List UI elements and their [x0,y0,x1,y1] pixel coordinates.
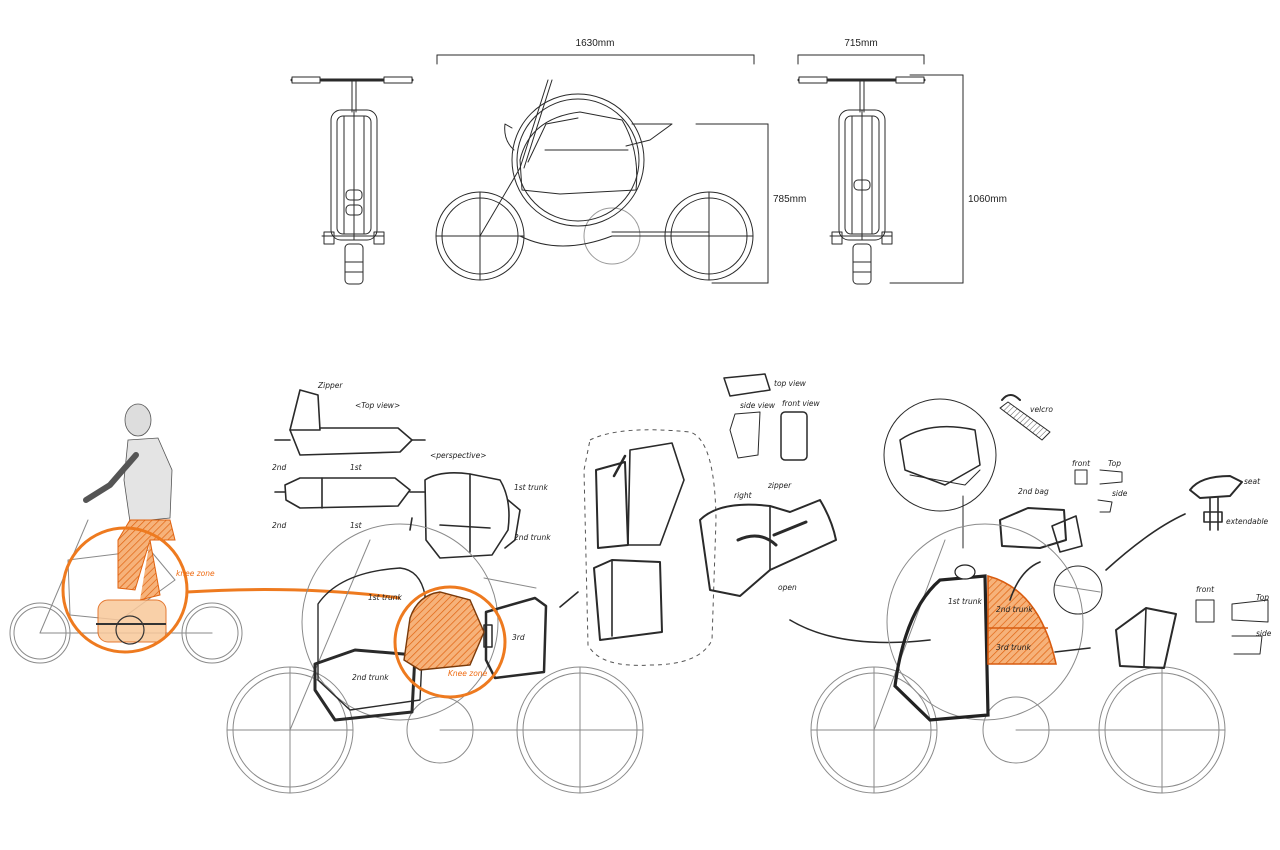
open-label: open [778,583,797,592]
velcro-label: velcro [1030,405,1053,414]
seat-height-dimension-label: 785mm [773,194,806,205]
small-orthographic-sketches [723,373,808,461]
knee-zone-highlight-circle [61,526,189,654]
zipper-note-1: Zipper [317,381,343,390]
trunk-perspective-sketch [424,472,521,559]
small-views-3rd-trunk [1195,599,1269,655]
trunk-opening-variant-sketches [593,442,685,641]
top-label-b: Top [1256,593,1269,602]
front-label-a: front [1072,459,1091,468]
third-trunk-sketch [1115,607,1177,669]
seat-sketch [1189,475,1243,531]
length-dimension-label: 1630mm [576,38,615,49]
velcro-detail [999,394,1051,441]
trunk-2nd-label-a: 2nd [272,463,287,472]
top-view-heading: <Top view> [355,401,400,410]
knee-zone-trunk-circle [393,585,507,699]
trunk-1st-label: 1st trunk [514,483,549,492]
bike-concept-2-trunks [893,564,1057,722]
extendable-label: extendable [1226,517,1269,526]
second-bag-label: 2nd bag [1018,487,1049,496]
bike-concept-2-drawing [810,523,1226,794]
arrow-to-variants [559,591,579,608]
side-label-a: side [1112,489,1128,498]
knee-zone-label-1: knee zone [176,569,215,578]
rear-view-drawing [290,76,414,285]
zipper-open-trunk-sketch [699,499,837,597]
bike1-3rd-trunk-label: 3rd [512,633,525,642]
knee-zone-label-2: Knee zone [448,669,488,678]
rider-figure [83,403,176,645]
bike1-2nd-trunk-label: 2nd trunk [352,673,389,682]
trunk-2nd-label-b: 2nd [272,521,287,530]
bike1-1st-trunk-label: 1st trunk [368,593,403,602]
seat-label: seat [1244,477,1261,486]
trunk-1st-label-a: 1st [350,463,363,472]
bike2-2nd-trunk-label: 2nd trunk [996,605,1033,614]
arrow-to-2nd-bag [1009,561,1041,601]
zipper-label-2: zipper [767,481,792,490]
bike2-1st-trunk-label: 1st trunk [948,597,983,606]
trunk-1st-label-b: 1st [350,521,363,530]
dimension-lines [436,54,964,284]
connector-line [186,588,401,600]
right-label: right [734,491,753,500]
handlebar-bag-detail [883,398,997,549]
arrow-to-3rd-trunk [1054,647,1091,653]
trunk-2nd-label: 2nd trunk [514,533,551,542]
top-label-a: Top [1108,459,1121,468]
bike2-3rd-trunk-label: 3rd trunk [996,643,1032,652]
second-bag-sketch [999,507,1083,553]
front-view-label: front view [782,399,821,408]
arrow-to-bike-2 [789,619,931,644]
total-height-dimension-label: 1060mm [968,194,1007,205]
width-dimension-label: 715mm [844,38,877,49]
front-view-drawing [797,76,926,285]
arrow-to-seat [1105,513,1186,571]
seat-post-detail-circle [1053,565,1103,615]
front-label-b: front [1196,585,1215,594]
knee-zone-trunk-hatch [403,591,485,671]
side-view-label: side view [740,401,776,410]
small-views-2nd-bag [1074,469,1123,513]
top-view-small-label: top view [774,379,807,388]
side-view-drawing [435,79,754,281]
arrow-to-perspective [409,517,413,531]
perspective-heading: <perspective> [430,451,487,460]
bike-concept-1-trunks [313,567,548,722]
trunk-top-view-sketch [274,389,426,509]
side-label-b: side [1256,629,1272,638]
